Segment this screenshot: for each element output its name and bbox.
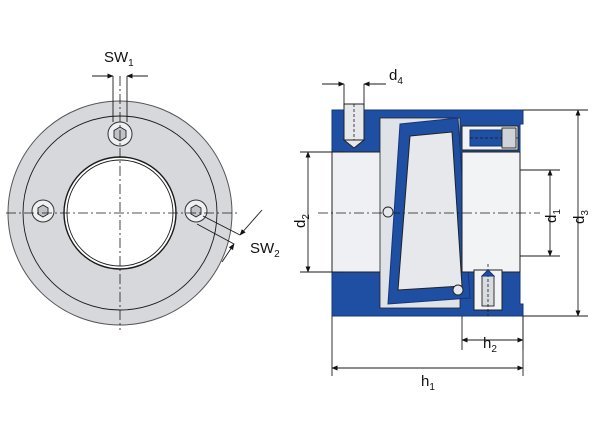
right-screw xyxy=(184,199,208,223)
section-view: d4 d2 d1 d3 xyxy=(292,67,591,393)
front-view: SW1 SW2 xyxy=(6,49,280,330)
d2-label: d2 xyxy=(292,214,312,228)
d3-dimension xyxy=(523,109,588,317)
h1-dimension xyxy=(331,316,524,376)
bottom-pin xyxy=(452,284,464,296)
sw2-dimension xyxy=(196,209,263,263)
sw2-label: SW2 xyxy=(250,240,280,260)
sw1-dimension xyxy=(92,73,148,122)
pin-hole xyxy=(382,206,394,218)
left-screw xyxy=(31,199,55,223)
inner-sleeve xyxy=(461,151,521,273)
d4-dimension xyxy=(322,81,386,108)
sw1-label: SW1 xyxy=(104,49,134,69)
h1-label: h1 xyxy=(421,373,435,393)
d1-dimension xyxy=(520,169,560,257)
top-right-axial-screw xyxy=(461,125,519,151)
h2-label: h2 xyxy=(483,335,497,355)
bottom-right-screw xyxy=(473,264,503,316)
top-left-screw xyxy=(342,103,366,149)
taper-ring-inner xyxy=(397,131,463,291)
d4-label: d4 xyxy=(389,67,403,87)
d1-label: d1 xyxy=(543,209,563,223)
d2-dimension xyxy=(300,151,344,273)
d3-label: d3 xyxy=(571,210,591,224)
